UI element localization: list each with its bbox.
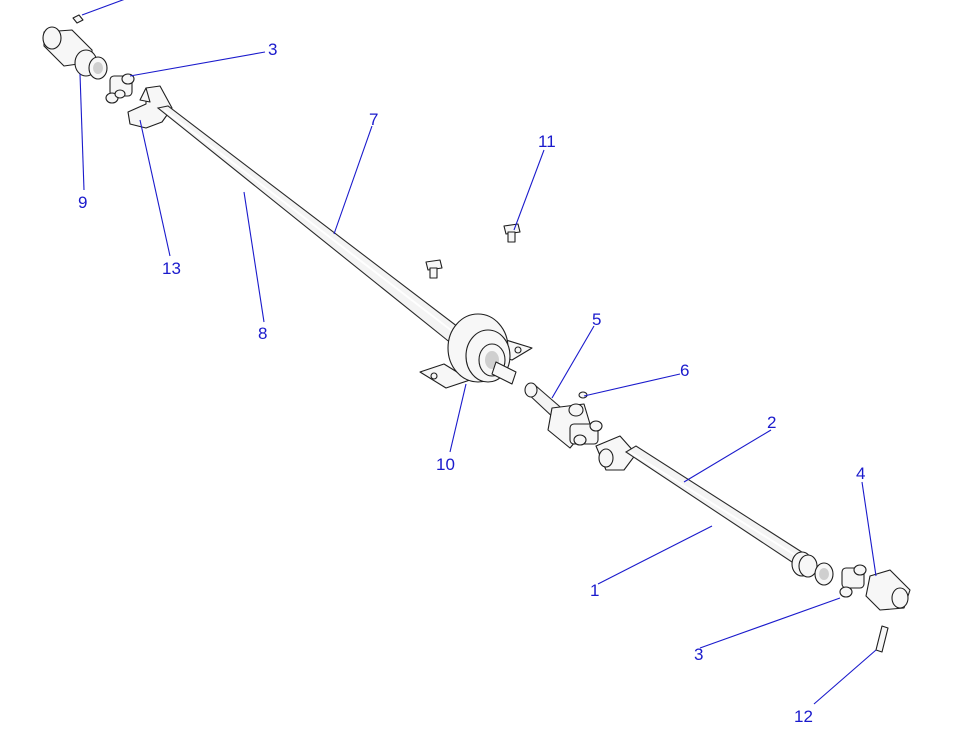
callout-7: 7 (369, 110, 378, 129)
slip-yoke-front (127, 85, 173, 129)
u-joint-rear (839, 564, 867, 598)
callout-3-bottom: 3 (694, 645, 703, 664)
rear-slip-rings (791, 551, 834, 586)
bolt-a (425, 259, 443, 279)
u-joint-front (105, 73, 135, 104)
callout-9: 9 (78, 193, 87, 212)
rear-propshaft-tube (624, 445, 809, 567)
rear-stub-yoke (524, 382, 591, 449)
callout-5: 5 (592, 310, 601, 329)
center-bearing (419, 313, 533, 389)
callout-8: 8 (258, 324, 267, 343)
u-joint-middle (569, 420, 603, 446)
callout-12: 12 (794, 707, 813, 726)
grease-fitting-mid (578, 391, 588, 399)
grease-fitting-top (72, 0, 125, 24)
callout-3-top: 3 (268, 40, 277, 59)
rear-shaft-yoke (595, 435, 637, 471)
front-propshaft-tube (156, 105, 463, 345)
callout-6: 6 (680, 361, 689, 380)
callout-13: 13 (162, 259, 181, 278)
leader-lines (79, 51, 877, 705)
rear-end-yoke (865, 569, 911, 611)
bolt-b (503, 223, 521, 243)
front-yoke (42, 26, 108, 80)
roll-pin (875, 625, 889, 653)
callout-10: 10 (436, 455, 455, 474)
callout-1: 1 (590, 581, 599, 600)
callout-2: 2 (767, 413, 776, 432)
callout-4: 4 (856, 464, 865, 483)
callout-11: 11 (538, 132, 556, 151)
